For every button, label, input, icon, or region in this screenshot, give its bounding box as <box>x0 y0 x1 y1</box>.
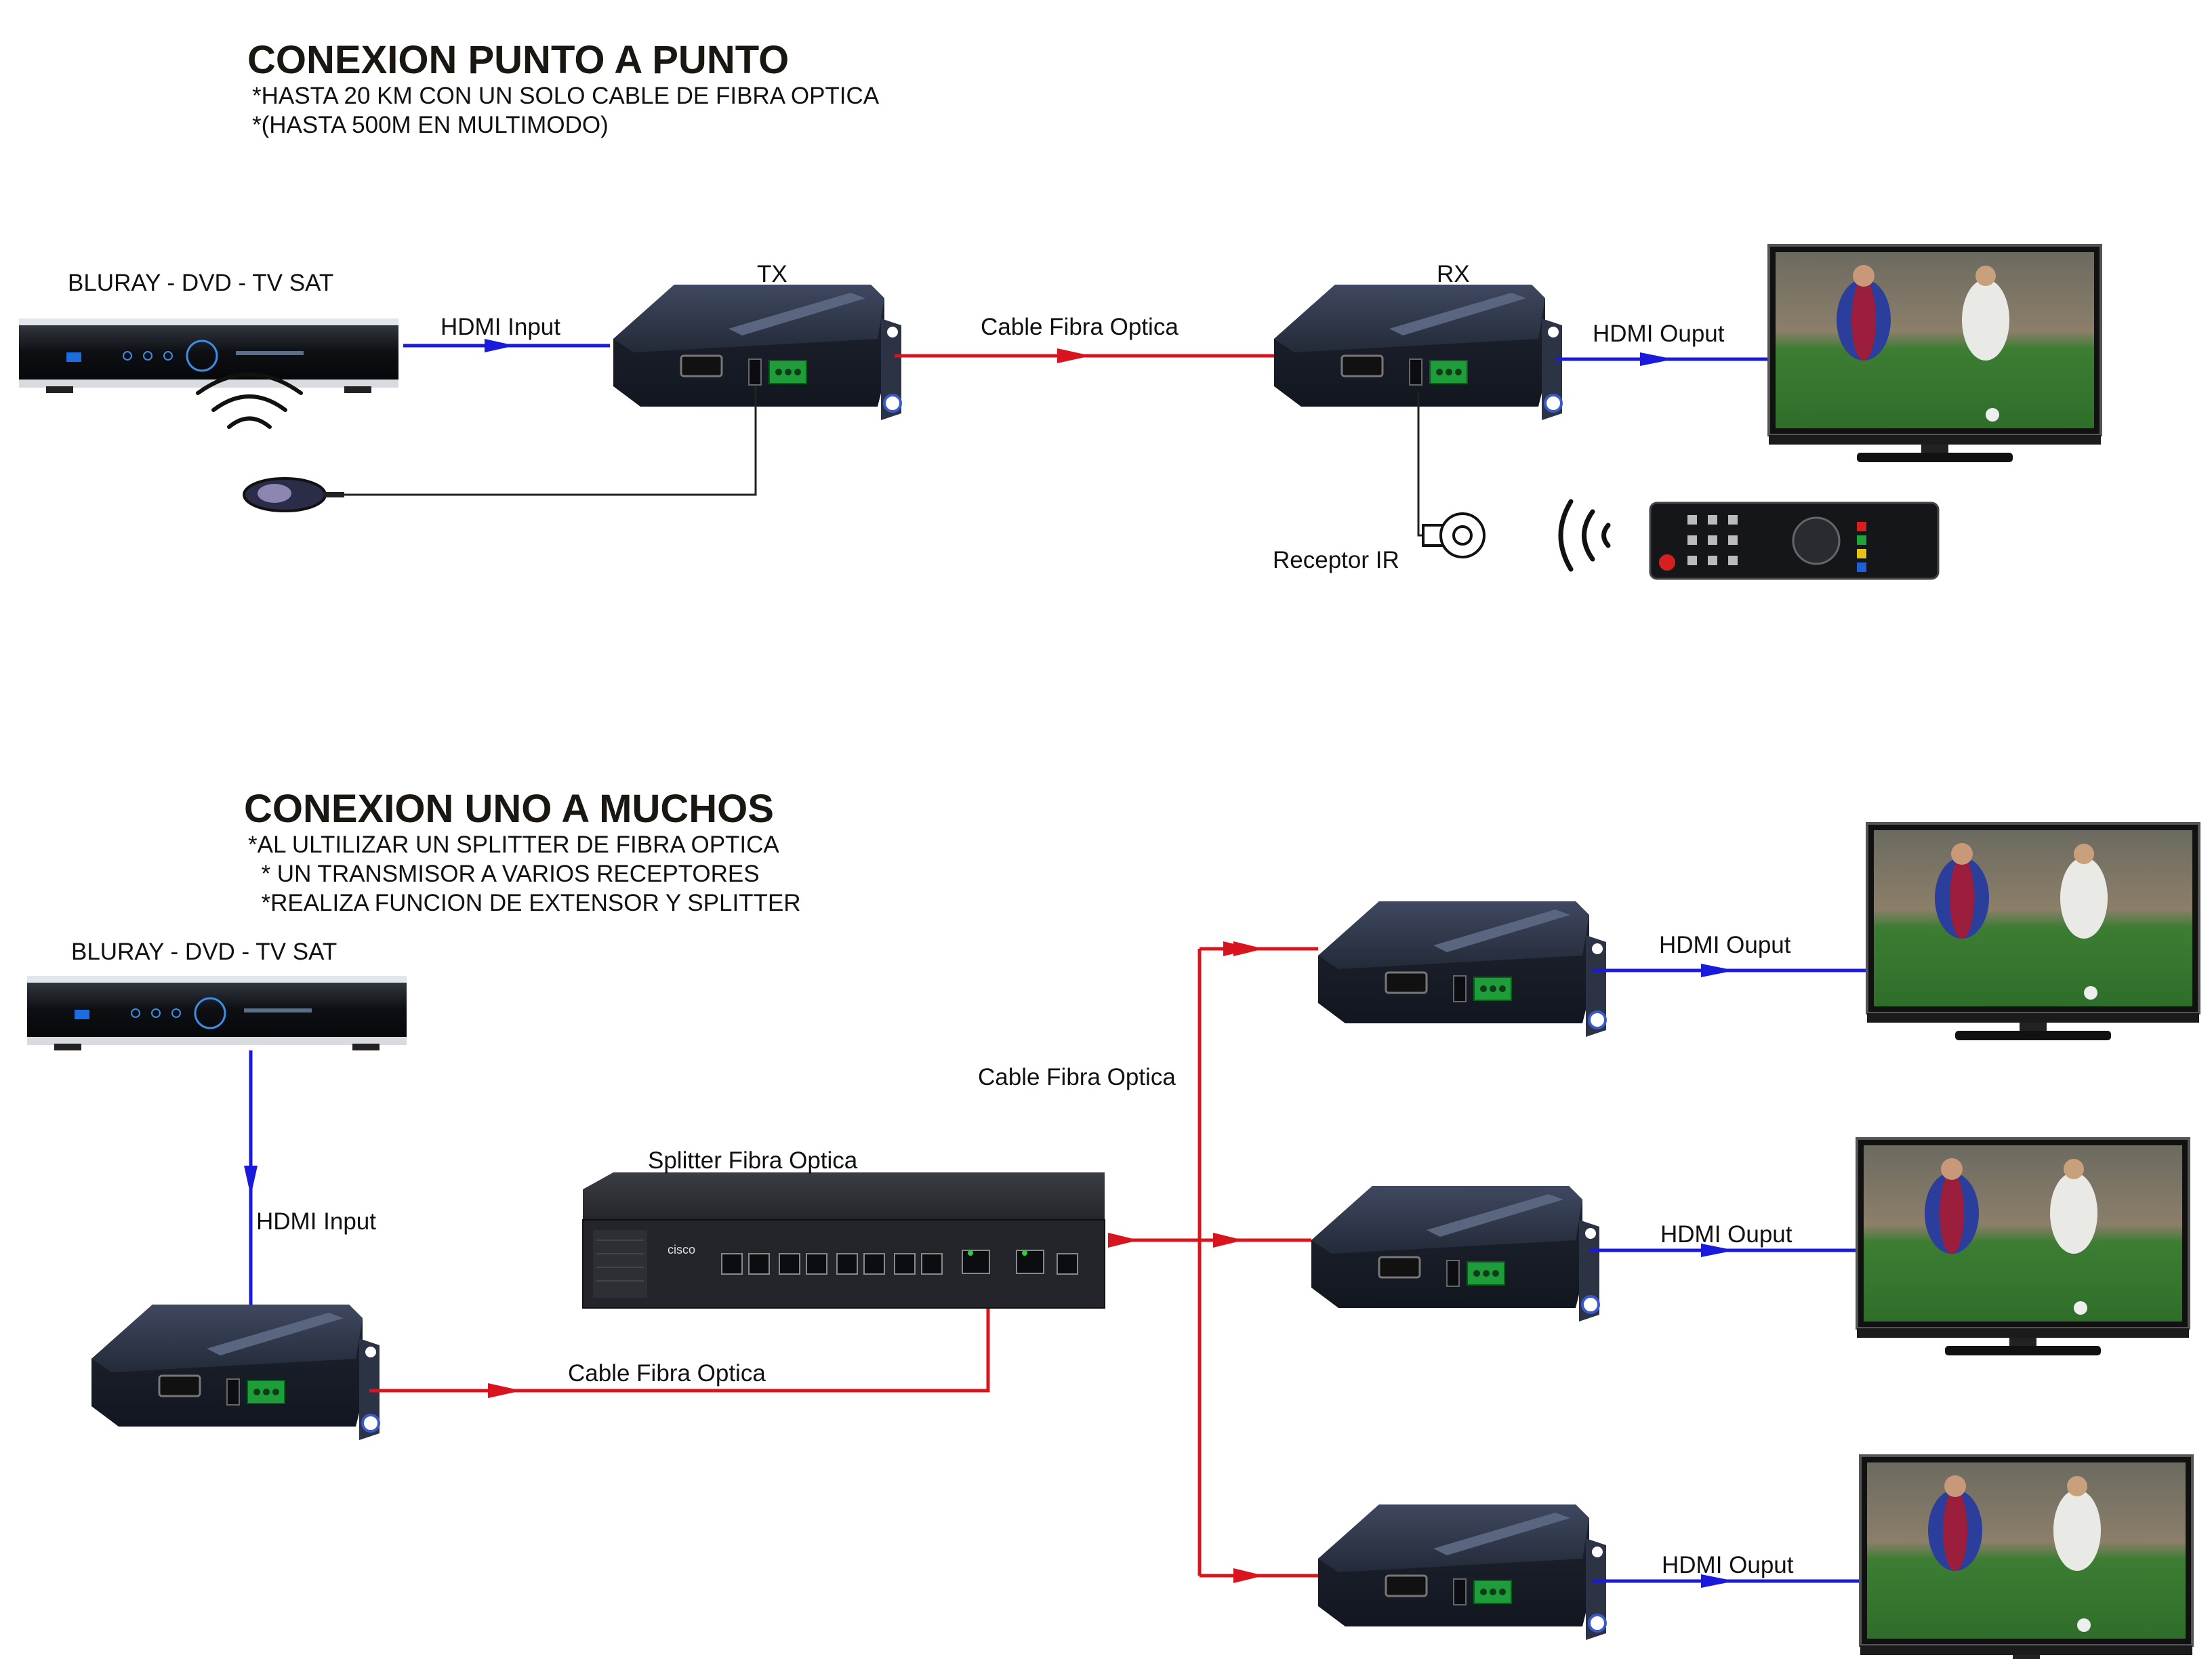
fiber-arrow-icon <box>1233 1568 1264 1583</box>
section-note-p2p-2: *(HASTA 500M EN MULTIMODO) <box>252 112 609 138</box>
section-note-multi-3: *REALIZA FUNCION DE EXTENSOR Y SPLITTER <box>248 890 801 916</box>
ir-receiver-label: Receptor IR <box>1273 547 1399 573</box>
ir-emitter-icon <box>243 477 344 512</box>
fiber-arrow-icon <box>1057 348 1091 363</box>
hdmi-arrow-icon <box>1701 1574 1735 1588</box>
fiber-label-splitter: Cable Fibra Optica <box>978 1064 1176 1090</box>
source-label-p2p: BLURAY - DVD - TV SAT <box>68 270 334 296</box>
rx-extender-2 <box>1310 1185 1601 1323</box>
hdmi-arrow-icon <box>1701 964 1735 977</box>
fiber-arrow-icon <box>1213 1233 1244 1248</box>
hdmi-arrow-icon <box>244 1166 258 1196</box>
tv-display-2 <box>1856 1137 2190 1357</box>
hdmi-output-label-3: HDMI Ouput <box>1662 1552 1794 1578</box>
hdmi-output-label-p2p: HDMI Ouput <box>1593 321 1725 347</box>
rx-label: RX <box>1437 261 1470 287</box>
fiber-arrow-icon <box>941 0 1233 1233</box>
svg-text:cisco: cisco <box>668 1243 695 1256</box>
tx-extender-multi <box>90 1303 381 1441</box>
section-note-p2p-1: *HASTA 20 KM CON UN SOLO CABLE DE FIBRA … <box>252 83 880 109</box>
hdmi-arrow-icon <box>1640 352 1674 366</box>
fiber-label-p2p: Cable Fibra Optica <box>981 314 1179 340</box>
tv-display-3 <box>1859 1454 2194 1659</box>
hdmi-output-label-1: HDMI Ouput <box>1659 932 1791 958</box>
remote-control-icon <box>1649 501 1940 580</box>
tv-display-p2p <box>1767 244 2102 464</box>
rx-extender-1 <box>1317 900 1607 1038</box>
section-note-multi-2: * UN TRANSMISOR A VARIOS RECEPTORES <box>248 861 760 887</box>
splitter-label: Splitter Fibra Optica <box>648 1147 858 1174</box>
ir-receiver-icon <box>1422 512 1486 558</box>
source-label-multi: BLURAY - DVD - TV SAT <box>71 939 337 965</box>
ir-receiver-cable <box>1417 393 1440 537</box>
section-title-p2p: CONEXION PUNTO A PUNTO <box>247 38 790 82</box>
bluray-player-p2p <box>18 317 400 394</box>
fiber-arrow-icon <box>1233 941 1264 956</box>
tx-label: TX <box>757 261 787 287</box>
fiber-splitter-switch: cisco <box>582 1172 1105 1309</box>
tx-extender <box>612 283 903 422</box>
fiber-arrow-icon <box>1108 1233 1139 1248</box>
hdmi-input-label-p2p: HDMI Input <box>441 314 560 340</box>
fiber-cable-tx-to-splitter <box>369 1308 990 1393</box>
section-note-multi-1: *AL ULTILIZAR UN SPLITTER DE FIBRA OPTIC… <box>248 832 779 858</box>
tv-display-1 <box>1866 822 2200 1042</box>
fiber-label-tx-multi: Cable Fibra Optica <box>568 1360 766 1387</box>
hdmi-output-label-2: HDMI Ouput <box>1660 1221 1793 1248</box>
ir-signal-icon <box>196 372 303 429</box>
hdmi-arrow-icon <box>1701 1244 1735 1257</box>
rx-extender-3 <box>1317 1503 1607 1641</box>
hdmi-input-label-multi: HDMI Input <box>256 1208 376 1235</box>
fiber-arrow-icon <box>488 1383 522 1398</box>
ir-emitter-cable <box>319 386 757 496</box>
bluray-player-multi <box>26 975 408 1052</box>
hdmi-arrow-icon <box>485 339 515 352</box>
section-title-multi: CONEXION UNO A MUCHOS <box>244 787 774 831</box>
remote-signal-icon <box>1558 499 1611 572</box>
